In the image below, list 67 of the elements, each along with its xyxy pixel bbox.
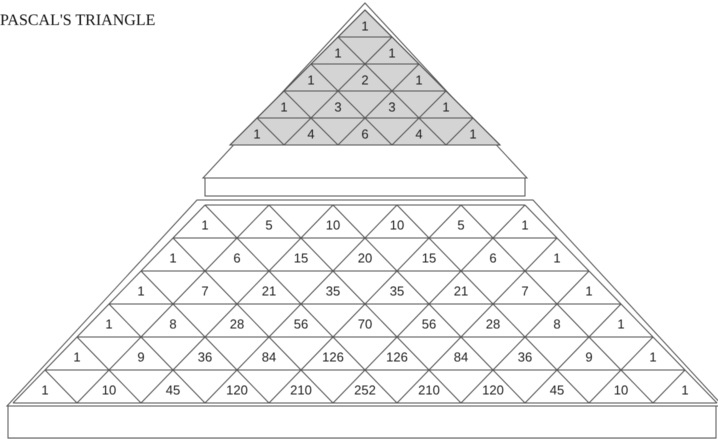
pascal-number: 3 (388, 100, 396, 114)
pascal-number: 56 (422, 317, 436, 330)
pascal-number: 1 (415, 74, 423, 87)
pascal-number: 126 (386, 350, 408, 364)
pascal-number: 7 (201, 284, 209, 298)
pascal-number: 36 (198, 350, 212, 364)
pascal-number: 1 (469, 128, 477, 141)
pascal-number: 28 (230, 317, 244, 330)
pascal-number: 1 (73, 350, 81, 364)
pascal-number: 210 (290, 383, 312, 396)
pascal-number: 10 (102, 383, 116, 396)
pascal-number: 1 (681, 383, 689, 396)
pascal-number: 15 (294, 251, 308, 264)
pascal-number: 4 (415, 128, 423, 141)
pascal-number: 21 (262, 284, 276, 298)
pascal-number: 10 (326, 218, 340, 232)
pascal-number: 252 (354, 383, 376, 396)
pascal-number: 1 (253, 128, 261, 141)
pascal-number: 1 (41, 383, 49, 396)
pascal-number: 210 (418, 383, 440, 396)
pascal-number: 1 (334, 46, 342, 60)
pascal-number: 1 (388, 46, 396, 60)
pascal-number: 28 (486, 317, 500, 330)
pascal-number: 56 (294, 317, 308, 330)
pascal-number: 5 (457, 218, 465, 232)
pascal-number: 1 (280, 100, 288, 114)
pascal-number: 1 (521, 218, 529, 232)
pascal-number: 20 (358, 251, 372, 264)
pascal-number: 1 (169, 251, 177, 264)
pascal-number: 1 (617, 317, 625, 330)
pascal-number: 1 (442, 100, 450, 114)
pascal-number: 1 (361, 20, 369, 33)
pascal-number: 126 (322, 350, 344, 364)
pascal-number: 5 (265, 218, 273, 232)
pascal-number: 120 (482, 383, 504, 396)
title: PASCAL'S TRIANGLE (0, 12, 156, 30)
pascal-number: 45 (166, 383, 180, 396)
pascal-number: 1 (649, 350, 657, 364)
pascal-number: 6 (233, 251, 241, 264)
pascal-number: 1 (137, 284, 145, 298)
pascal-number: 2 (361, 74, 369, 87)
pascal-number: 8 (169, 317, 177, 330)
pascal-number: 9 (585, 350, 593, 364)
pascal-number: 6 (361, 128, 369, 141)
pascal-number: 45 (550, 383, 564, 396)
pascal-number: 1 (105, 317, 113, 330)
pascal-number: 10 (390, 218, 404, 232)
pascal-number: 7 (521, 284, 529, 298)
pascal-number: 21 (454, 284, 468, 298)
pascal-number: 4 (307, 128, 315, 141)
pascal-number: 1 (553, 251, 561, 264)
pascal-number: 35 (390, 284, 404, 298)
pascal-number: 15 (422, 251, 436, 264)
pascal-number: 10 (614, 383, 628, 396)
pascal-number: 35 (326, 284, 340, 298)
pascal-number: 1 (307, 74, 315, 87)
pascal-number: 84 (262, 350, 276, 364)
pascal-number: 1 (201, 218, 209, 232)
pascal-number: 8 (553, 317, 561, 330)
pascal-number: 1 (585, 284, 593, 298)
pascal-number: 36 (518, 350, 532, 364)
pascal-number: 6 (489, 251, 497, 264)
pascal-number: 120 (226, 383, 248, 396)
pascal-number: 84 (454, 350, 468, 364)
pascal-number: 70 (358, 317, 372, 330)
pascal-number: 3 (334, 100, 342, 114)
pascal-number: 9 (137, 350, 145, 364)
